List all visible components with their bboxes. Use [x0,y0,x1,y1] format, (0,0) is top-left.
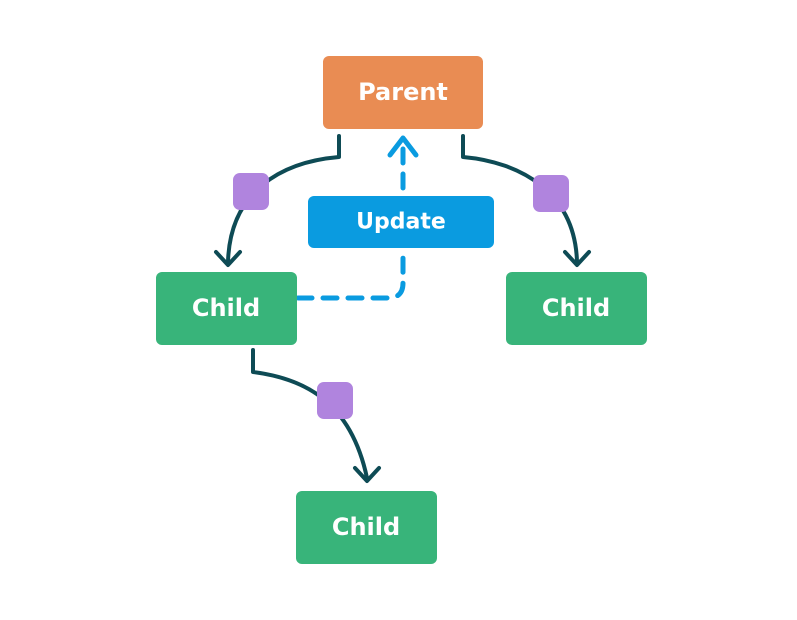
child-node-left-box [156,272,297,345]
update-arrowhead [387,135,419,158]
update-badge-box [308,196,494,248]
child-node-left-label: Child [192,294,260,322]
connector-child-left-to-child-bottom [251,348,369,480]
prop-marker-bottom [317,382,353,419]
update-dashed-line [295,245,406,301]
update-badge-label: Update [356,210,446,235]
parent-node-label: Parent [358,78,448,106]
arrowhead-child-right [563,250,591,267]
child-node-right[interactable]: Child [506,272,647,345]
prop-marker-right [533,175,569,212]
update-flow [295,135,419,301]
child-node-right-label: Child [542,294,610,322]
parent-node-box [323,56,483,129]
child-node-left[interactable]: Child [156,272,297,345]
prop-markers [233,173,569,419]
arrowhead-child-bottom [353,466,381,483]
arrowhead-child-left [214,250,242,267]
child-node-right-box [506,272,647,345]
update-badge: Update [308,196,494,248]
parent-node[interactable]: Parent [323,56,483,129]
child-node-bottom-label: Child [332,513,400,541]
child-node-bottom[interactable]: Child [296,491,437,564]
prop-marker-left [233,173,269,210]
child-node-bottom-box [296,491,437,564]
